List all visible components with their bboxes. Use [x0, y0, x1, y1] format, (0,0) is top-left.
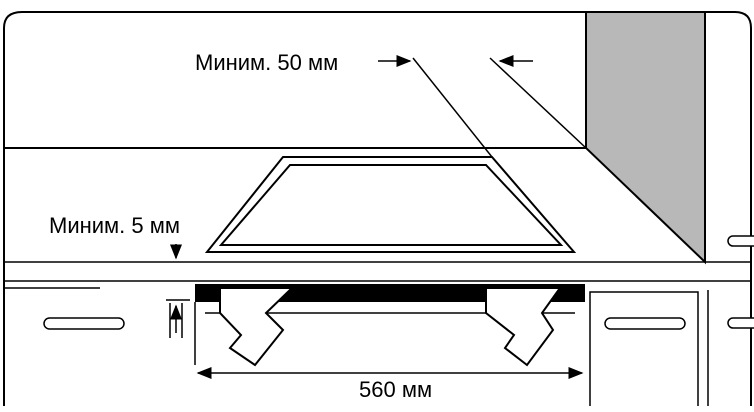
airflow-arrow-left — [219, 287, 295, 367]
label-min-5: Миним. 5 мм — [49, 213, 180, 238]
right-door-handle — [604, 317, 686, 330]
cooktop-inner — [218, 164, 564, 246]
label-min-50: Миним. 50 мм — [195, 50, 338, 75]
side-panel — [585, 11, 706, 265]
airflow-arrow-right — [485, 287, 562, 367]
right-cabinet-door — [589, 291, 699, 406]
far-right-handle-bottom — [727, 317, 754, 329]
far-right-handle-top — [727, 235, 754, 247]
outer-frame — [3, 11, 752, 406]
label-560: 560 мм — [359, 377, 432, 402]
left-door-handle — [43, 317, 125, 330]
